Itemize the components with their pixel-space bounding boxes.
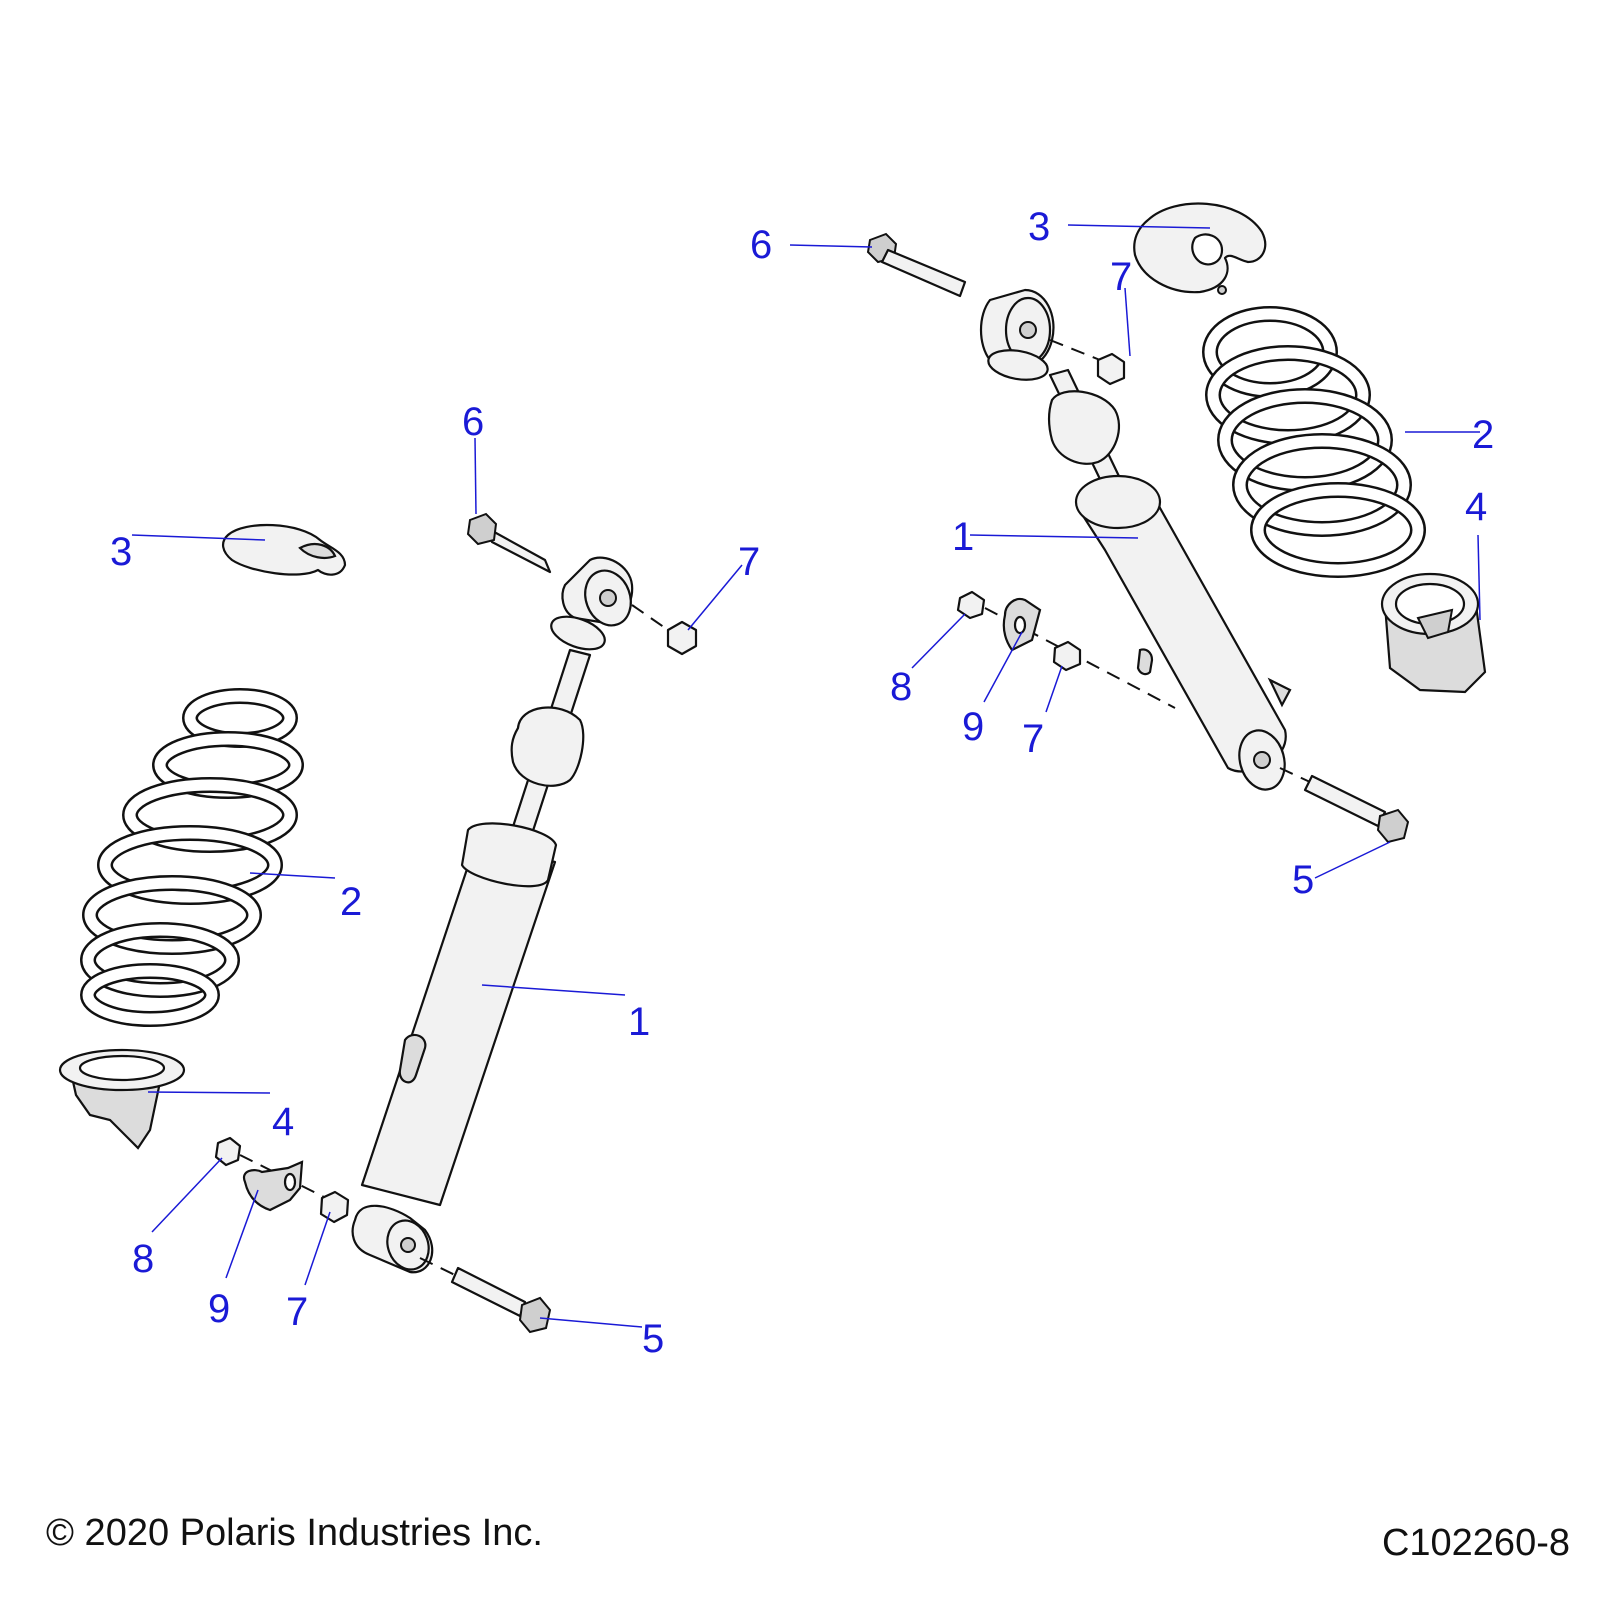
left-assembly: [58, 437, 743, 1334]
right-lower-eye: [1238, 729, 1286, 791]
left-leader-7l: [304, 1211, 331, 1286]
left-coil-spring: [80, 688, 304, 1027]
left-upper-bolt: [466, 512, 552, 574]
right-callout-7-lower: 7: [1022, 717, 1044, 761]
left-leader-2: [249, 872, 336, 879]
right-lower-bolt: [1279, 767, 1410, 844]
right-callout-2: 2: [1472, 413, 1494, 457]
left-lower-bolt: [419, 1257, 552, 1334]
right-callout-5: 5: [1292, 858, 1314, 902]
left-callout-3: 3: [110, 530, 132, 574]
right-upper-nut: [1049, 339, 1126, 386]
right-spring-seat-lower: [1380, 572, 1487, 694]
right-hardware-cluster: [956, 590, 1176, 709]
left-callout-2: 2: [340, 880, 362, 924]
left-spring-seat-lower: [58, 1048, 186, 1150]
right-leader-3: [1067, 224, 1211, 229]
right-callout-7-upper: 7: [1110, 255, 1132, 299]
right-callout-9: 9: [962, 705, 984, 749]
left-callout-1: 1: [628, 1000, 650, 1044]
left-shock-body: [360, 822, 558, 1207]
right-upper-eye: [980, 288, 1055, 381]
left-leader-8: [151, 1157, 223, 1233]
right-callout-4: 4: [1465, 485, 1487, 529]
left-upper-nut: [631, 604, 698, 656]
right-leader-9: [983, 631, 1023, 703]
left-leader-9: [225, 1189, 259, 1279]
left-leader-6: [474, 437, 477, 515]
left-callout-5: 5: [642, 1317, 664, 1361]
right-leader-8: [911, 613, 966, 669]
left-leader-4: [147, 1091, 271, 1094]
right-shock-shaft: [1047, 368, 1130, 502]
left-lower-eye: [351, 1204, 434, 1274]
right-leader-6: [789, 244, 873, 248]
right-assembly: [789, 202, 1487, 879]
right-callouts: 6 3 7 2 4 1 8 9 7 5: [750, 205, 1494, 902]
left-spring-seat-upper: [222, 523, 347, 576]
left-leader-3: [131, 534, 266, 541]
right-coil-spring: [1202, 306, 1426, 578]
left-leader-7u: [687, 564, 743, 631]
left-callout-7-lower: 7: [286, 1290, 308, 1334]
left-hardware-cluster: [214, 1136, 350, 1224]
left-leader-5: [539, 1317, 643, 1328]
right-leader-1: [969, 534, 1139, 539]
right-leader-4: [1477, 534, 1481, 621]
left-leader-1: [481, 984, 626, 996]
left-upper-eye: [550, 556, 634, 651]
figure-id: C102260-8: [1381, 1522, 1570, 1564]
right-leader-5: [1314, 841, 1391, 879]
left-callout-6: 6: [462, 400, 484, 444]
right-spring-seat-upper: [1133, 202, 1267, 295]
right-upper-bolt: [866, 232, 967, 298]
left-callout-8: 8: [132, 1237, 154, 1281]
left-shock-shaft: [508, 648, 592, 842]
left-callout-4: 4: [272, 1100, 294, 1144]
right-callout-3: 3: [1028, 205, 1050, 249]
right-leader-7l: [1045, 665, 1063, 713]
right-callout-6: 6: [750, 223, 772, 267]
left-callouts: 3 2 1 4 6 7 8 9 7 5: [110, 400, 760, 1361]
copyright-text: © 2020 Polaris Industries Inc.: [46, 1512, 543, 1554]
left-callout-7-upper: 7: [738, 540, 760, 584]
right-shock-body: [1074, 474, 1292, 773]
right-callout-1: 1: [952, 515, 974, 559]
left-callout-9: 9: [208, 1287, 230, 1331]
right-leader-7u: [1124, 287, 1131, 357]
right-callout-8: 8: [890, 665, 912, 709]
